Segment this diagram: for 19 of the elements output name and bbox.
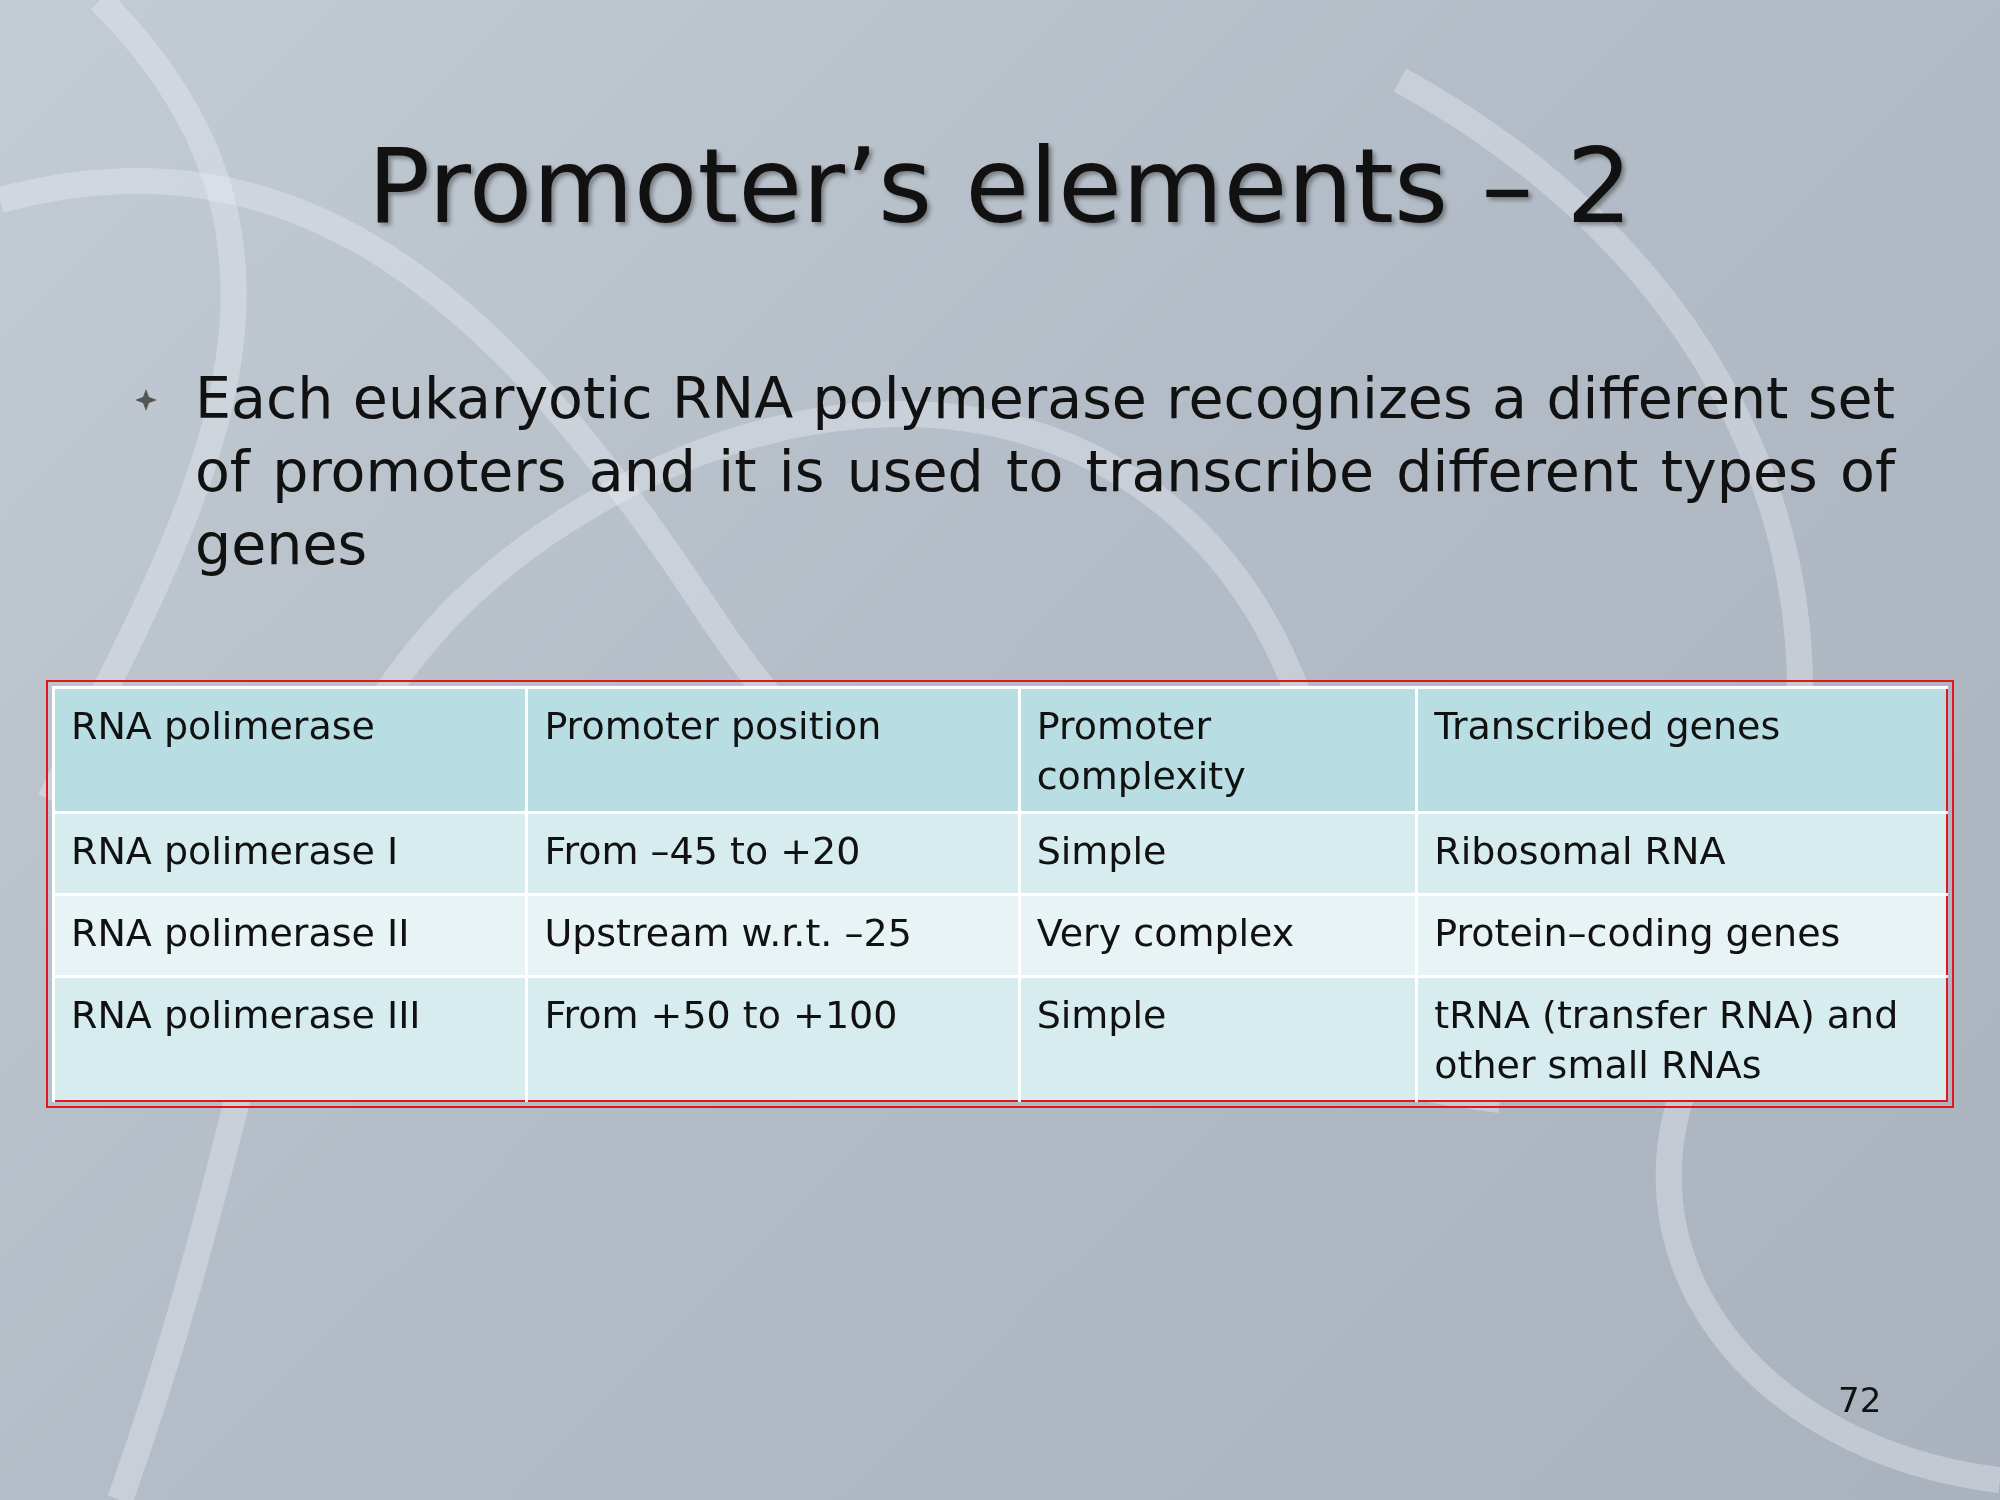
table-cell: Ribosomal RNA [1416,812,1947,895]
header-cell: Promoter position [526,687,1020,813]
page-number: 72 [1838,1380,1882,1420]
slide-title: Promoter’s elements – 2 [366,125,1634,247]
table-cell: RNA polimerase II [53,894,527,977]
table-cell: Simple [1019,976,1417,1101]
header-cell: RNA polimerase [53,687,527,813]
table-cell: Protein–coding genes [1416,894,1947,977]
table-cell: Upstream w.r.t. –25 [526,894,1020,977]
table-cell: RNA polimerase I [53,812,527,895]
table-cell: From +50 to +100 [526,976,1020,1101]
table-cell: From –45 to +20 [526,812,1020,895]
table-cell: tRNA (transfer RNA) and other small RNAs [1416,976,1947,1101]
table-cell: RNA polimerase III [53,976,527,1101]
table-cell: Simple [1019,812,1417,895]
header-cell: Promoter complexity [1019,687,1417,813]
table-cell: Very complex [1019,894,1417,977]
bullet-text: Each eukaryotic RNA polymerase recognizes a different set of promoters and it is used to transcribe different types of genes [195,364,1895,579]
header-cell: Transcribed genes [1416,687,1947,813]
